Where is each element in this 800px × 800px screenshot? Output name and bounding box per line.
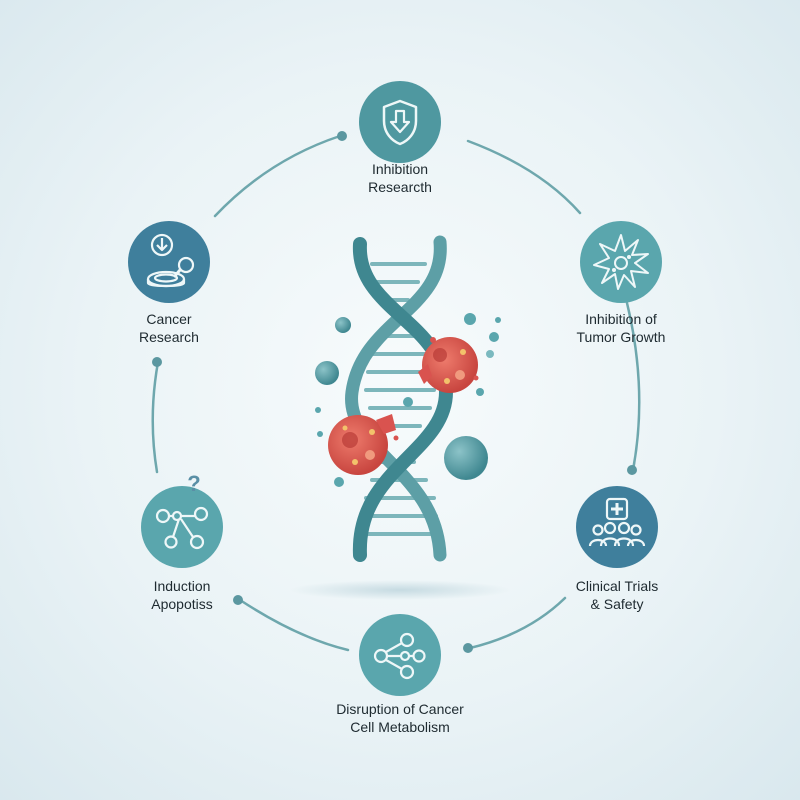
induction-apoptosis-label: Induction Apopotiss — [92, 577, 272, 613]
label-line: Induction — [153, 578, 211, 594]
label-line: Clinical Trials — [575, 578, 659, 594]
helix-strand-back — [345, 235, 447, 562]
clinical-trials-safety-label: Clinical Trials & Safety — [527, 577, 707, 613]
label-line: Research — [139, 329, 199, 345]
ring-dot — [337, 131, 347, 141]
label-line: & Safety — [590, 596, 644, 612]
ring-dot — [463, 643, 473, 653]
disruption-metabolism-node — [359, 614, 441, 696]
label-line: Inhibition — [371, 161, 429, 177]
clinical-trials-safety-node — [576, 486, 658, 568]
cancer-research-label: Cancer Research — [79, 310, 259, 346]
ring-dot — [627, 465, 637, 475]
question-mark-icon: ? — [187, 471, 201, 496]
cancer-cell-upper — [418, 337, 479, 393]
label-line: Tumor Growth — [576, 329, 666, 345]
ring-dot — [152, 357, 162, 367]
inhibition-research-node — [359, 81, 441, 163]
shield-down-arrow-icon — [359, 81, 441, 163]
arc-left — [151, 360, 160, 474]
arc-right — [625, 301, 641, 472]
burst-cell-icon — [580, 221, 662, 303]
ground-shadow — [290, 580, 510, 600]
cancer-cell-lower — [328, 414, 399, 475]
arc-top-left — [213, 134, 342, 218]
label-line: Researcth — [368, 179, 432, 195]
label-line: Apopotiss — [151, 596, 213, 612]
arc-bottom-right — [468, 596, 567, 650]
label-line: Cancer — [146, 311, 192, 327]
cancer-research-node — [128, 221, 210, 303]
network-question-icon — [141, 486, 223, 568]
arc-bottom-left — [238, 598, 350, 652]
inhibition-research-label: Inhibition Researcth — [310, 160, 490, 196]
label-line: Inhibition of — [585, 311, 657, 327]
label-line: Disruption of Cancer — [336, 701, 464, 717]
disruption-metabolism-label: Disruption of Cancer Cell Metabolism — [310, 700, 490, 736]
network-nodes-icon — [359, 614, 441, 696]
people-medical-cross-icon — [576, 486, 658, 568]
label-line: Cell Metabolism — [350, 719, 450, 735]
inhibition-tumor-growth-label: Inhibition of Tumor Growth — [531, 310, 711, 346]
arc-top-right — [466, 139, 582, 215]
ring-dot — [233, 595, 243, 605]
petri-dish-download-icon — [128, 221, 210, 303]
inhibition-tumor-growth-node — [580, 221, 662, 303]
induction-apoptosis-node — [141, 486, 223, 568]
